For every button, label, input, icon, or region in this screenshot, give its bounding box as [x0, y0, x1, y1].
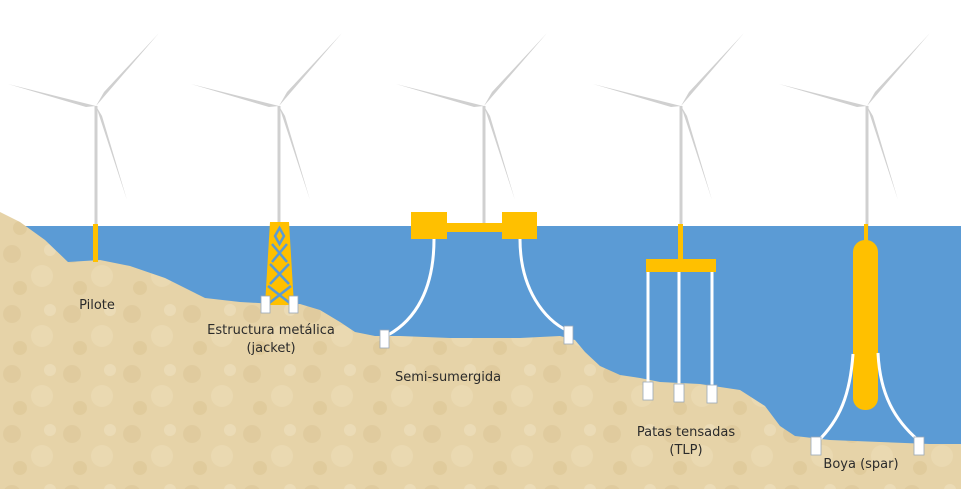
seabed	[0, 212, 961, 489]
anchor	[706, 384, 718, 404]
wind-turbine	[593, 33, 744, 226]
turbine-blade	[867, 33, 930, 106]
turbine-blade	[681, 106, 712, 200]
label-tlp: Patas tensadas (TLP)	[621, 424, 751, 460]
label-spar: Boya (spar)	[806, 456, 916, 474]
turbine-tower	[277, 106, 281, 226]
turbine-blade	[279, 106, 310, 200]
turbine-blade	[8, 84, 96, 107]
turbine-tower	[482, 106, 486, 226]
spar-neck	[864, 224, 868, 242]
turbine-blade	[867, 106, 898, 200]
mooring-line	[815, 353, 855, 444]
label-text: Patas tensadas	[636, 425, 736, 440]
anchor	[913, 436, 925, 456]
anchor	[260, 295, 271, 314]
foundation-spar	[810, 224, 925, 456]
turbine-blade	[779, 84, 867, 107]
pontoon-right	[502, 212, 537, 239]
mooring-line	[387, 238, 436, 337]
anchor	[563, 325, 574, 345]
label-jacket: Estructura metálica (jacket)	[178, 322, 364, 358]
label-text: Semi-sumergida	[394, 370, 502, 385]
turbines	[8, 33, 930, 226]
foundation-jacket	[260, 222, 299, 314]
wind-turbine	[396, 33, 547, 226]
mooring-line	[518, 238, 569, 333]
tlp-platform	[646, 259, 716, 272]
label-semi-submersible: Semi-sumergida	[378, 369, 518, 387]
turbine-blade	[279, 33, 342, 106]
tlp-column	[678, 224, 683, 262]
wind-turbine	[779, 33, 930, 226]
turbine-blade	[681, 33, 744, 106]
turbine-blade	[484, 106, 515, 200]
turbine-blade	[396, 84, 484, 107]
turbine-blade	[191, 84, 279, 107]
label-text: Boya (spar)	[823, 457, 899, 472]
pontoon-left	[411, 212, 447, 239]
anchor	[673, 383, 685, 403]
anchor	[288, 295, 299, 314]
spar-buoy	[853, 240, 878, 410]
foundation-tlp	[642, 224, 718, 404]
label-subtext: (TLP)	[669, 443, 703, 458]
turbine-blade	[96, 106, 127, 200]
turbine-blade	[96, 33, 159, 106]
foundation-pilote	[93, 224, 98, 262]
mooring-line	[876, 352, 919, 442]
label-subtext: (jacket)	[246, 341, 296, 356]
turbine-tower	[865, 106, 869, 226]
wind-turbine	[8, 33, 159, 226]
turbine-blade	[484, 33, 547, 106]
anchor	[642, 381, 654, 401]
label-text: Estructura metálica	[207, 323, 335, 338]
turbine-blade	[593, 84, 681, 107]
label-pilote: Pilote	[66, 297, 128, 315]
label-text: Pilote	[79, 298, 115, 313]
monopile	[93, 224, 98, 262]
turbine-tower	[679, 106, 683, 226]
anchor	[810, 436, 822, 456]
wind-turbine	[191, 33, 342, 226]
pontoon-bridge	[447, 223, 502, 232]
turbine-tower	[94, 106, 98, 226]
anchor	[379, 329, 390, 349]
foundation-semi-submersible	[379, 212, 574, 349]
jacket-tower	[265, 222, 294, 305]
